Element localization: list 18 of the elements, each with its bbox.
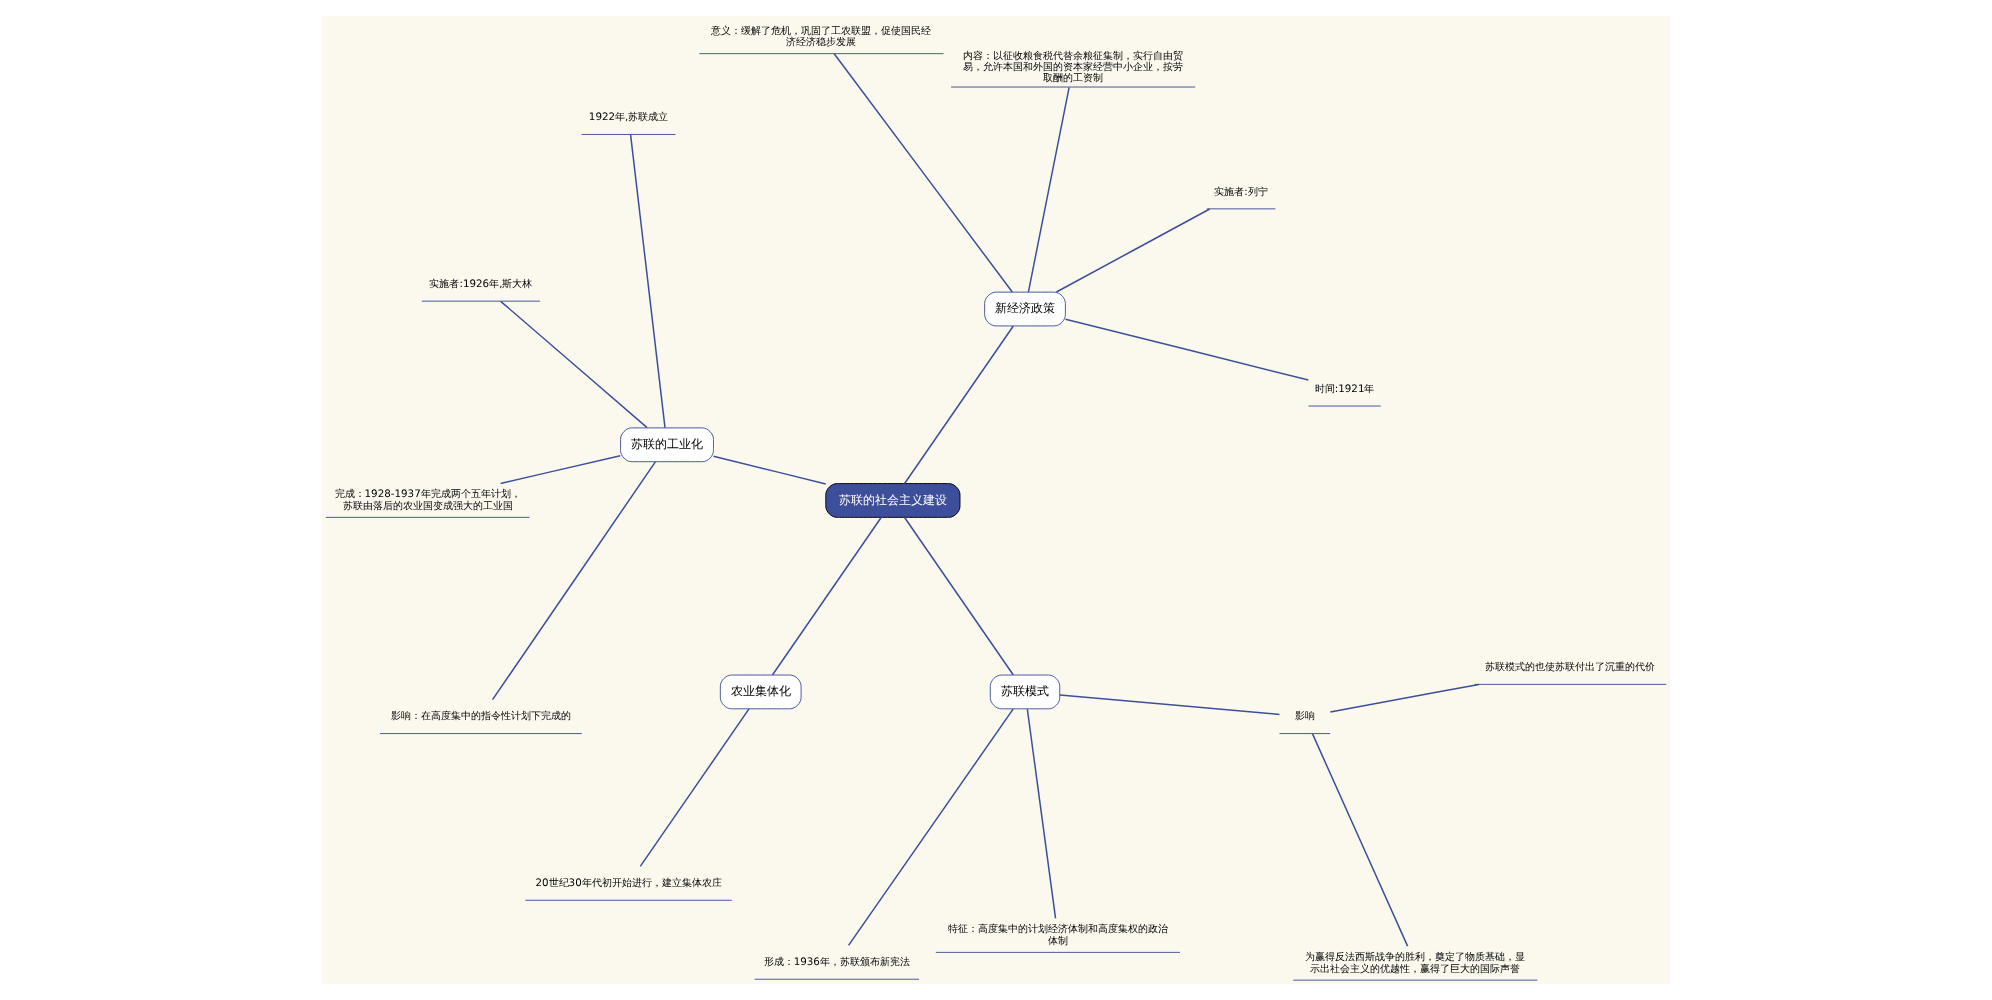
connector: [1055, 208, 1211, 293]
connector: [1027, 86, 1070, 293]
connector: [1026, 708, 1057, 920]
connector: [903, 516, 1015, 676]
connector: [1064, 318, 1310, 381]
connector: [847, 708, 1014, 947]
connector: [1059, 694, 1281, 716]
connector: [639, 708, 750, 868]
connector: [499, 454, 622, 485]
connector: [712, 455, 827, 485]
connector: [491, 461, 657, 701]
connector: [771, 516, 882, 676]
connector: [833, 53, 1014, 293]
connector: [499, 300, 648, 429]
connector: [1311, 732, 1409, 947]
connector: [903, 325, 1015, 485]
connector: [629, 133, 666, 429]
connector: [1329, 683, 1480, 713]
